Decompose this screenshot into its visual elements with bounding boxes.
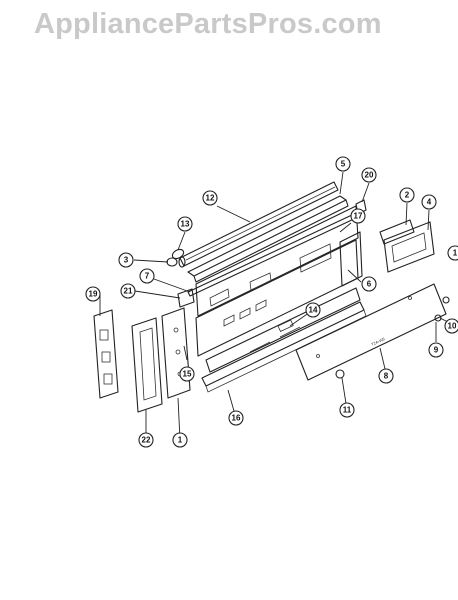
part-6-bracket[interactable] [339,231,363,287]
svg-text:22: 22 [142,436,151,445]
part-8-front-panel[interactable]: T2A-W5 [295,283,447,381]
svg-text:15: 15 [183,370,192,379]
svg-text:11: 11 [343,406,352,415]
callout-15: 15 [179,366,195,382]
svg-text:3: 3 [124,256,129,265]
svg-text:14: 14 [309,306,318,315]
callout-14: 14 [305,302,321,318]
panel-stamp: T2A-W5 [370,336,386,347]
part-13-bulb[interactable] [171,248,185,261]
part-9-10-screws[interactable] [434,296,450,322]
svg-text:1: 1 [178,436,183,445]
callout-20: 20 [361,167,377,183]
svg-text:6: 6 [367,280,372,289]
svg-text:16: 16 [232,414,241,423]
svg-text:5: 5 [341,160,346,169]
part-5-top-trim[interactable] [187,195,349,283]
lower-panel-frame[interactable] [195,239,359,357]
svg-text:2: 2 [405,191,410,200]
part-19-side-bracket[interactable] [93,309,119,399]
callout-7: 7 [139,268,155,284]
part-21-switch[interactable] [177,288,195,308]
callout-3: 3 [118,252,134,268]
svg-text:20: 20 [365,171,374,180]
callout-1: 1 [172,432,188,448]
svg-text:21: 21 [124,287,133,296]
leader-lines [99,171,453,441]
part-12-tube[interactable] [178,181,339,268]
callout-9: 9 [428,342,444,358]
svg-text:13: 13 [181,220,190,229]
callout-19: 19 [85,286,101,302]
callout-12: 12 [202,190,218,206]
part-2-4-clock-module[interactable] [379,219,435,273]
svg-text:7: 7 [145,272,150,281]
svg-text:9: 9 [434,346,439,355]
part-17-control-panel[interactable] [195,205,359,317]
callout-6: 6 [361,276,377,292]
svg-text:19: 19 [89,290,98,299]
callout-1-right: 1 [447,245,458,261]
part-16-lower-trim[interactable] [201,301,367,393]
callout-21: 21 [120,283,136,299]
callout-16: 16 [228,410,244,426]
part-3-knob[interactable] [166,257,178,267]
callout-13: 13 [177,216,193,232]
callout-8: 8 [378,368,394,384]
svg-text:4: 4 [427,198,432,207]
part-11-fastener[interactable] [335,369,345,379]
callout-22: 22 [138,432,154,448]
watermark: AppliancePartsPros.com [34,8,382,40]
part-22-end-cap[interactable] [131,317,163,413]
svg-text:12: 12 [206,194,215,203]
callout-11: 11 [339,402,355,418]
svg-text:1: 1 [453,249,458,258]
svg-text:17: 17 [354,212,363,221]
callout-2: 2 [399,187,415,203]
svg-text:8: 8 [384,372,389,381]
callout-17: 17 [350,208,366,224]
callout-10: 10 [444,318,458,334]
svg-text:10: 10 [448,322,457,331]
callout-5: 5 [335,156,351,172]
callout-4: 4 [421,194,437,210]
